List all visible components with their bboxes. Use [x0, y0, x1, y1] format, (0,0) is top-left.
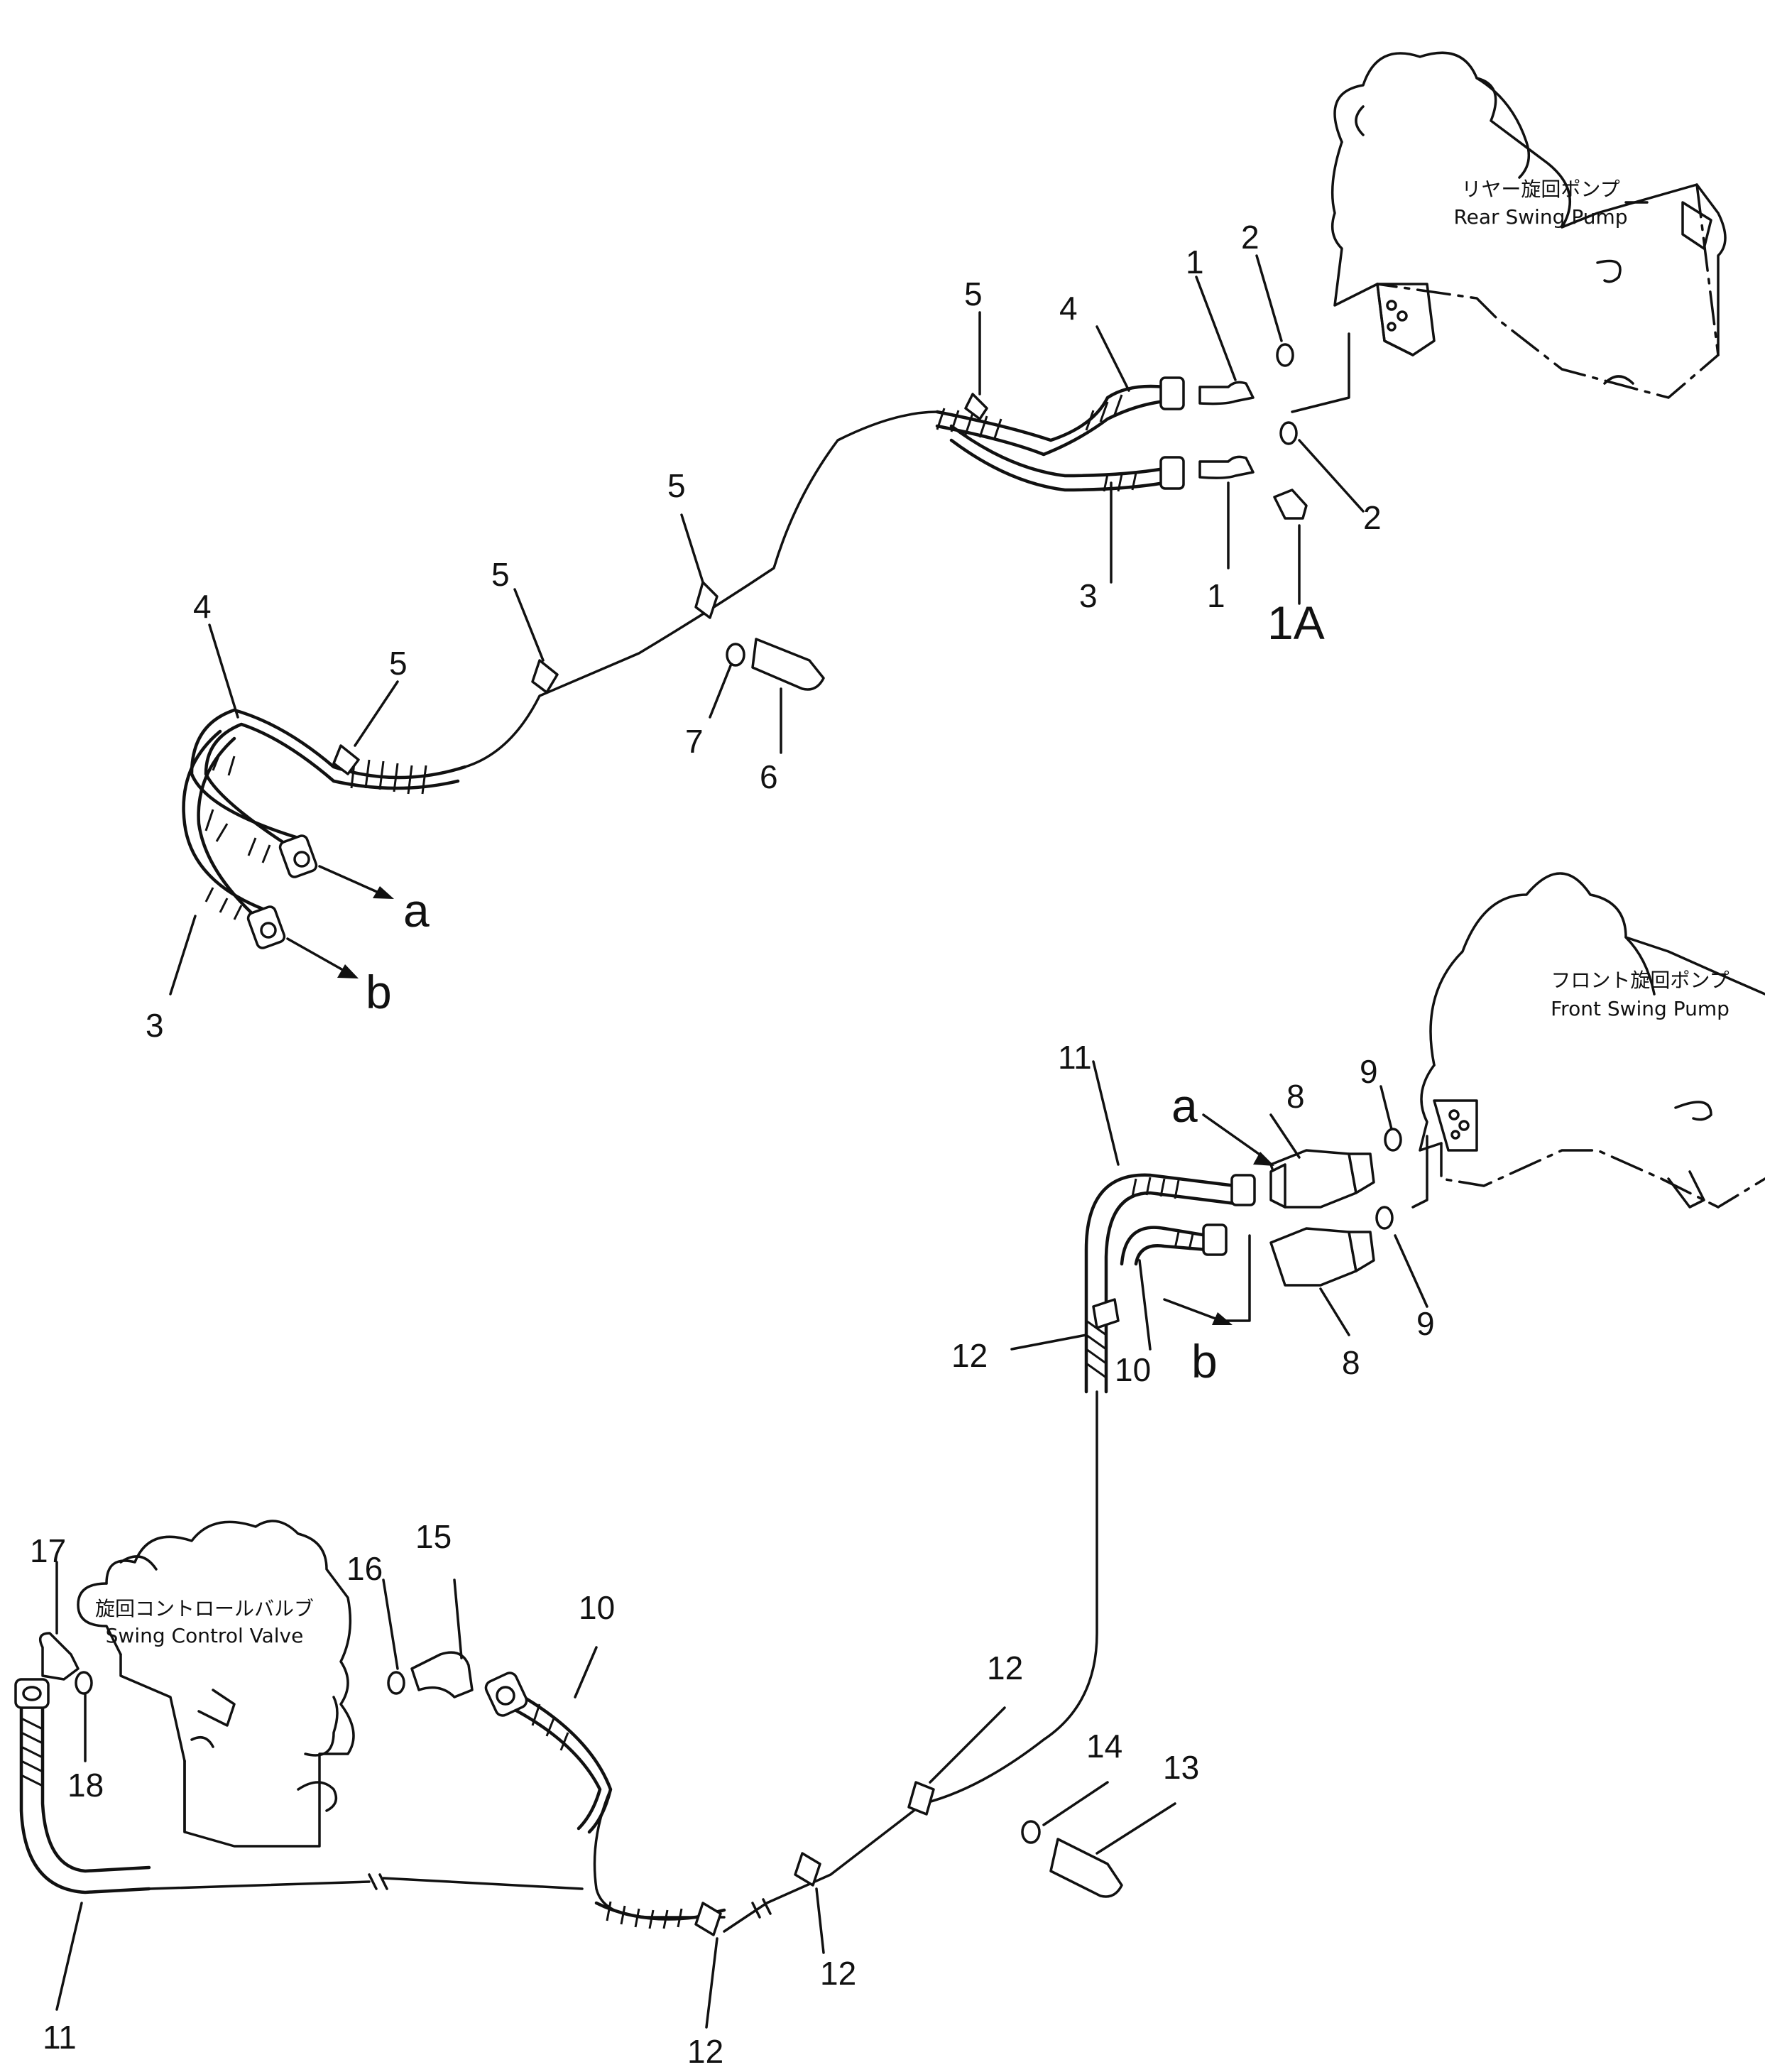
callout-2: 2 [1363, 499, 1382, 536]
callout-14: 14 [1086, 1728, 1122, 1765]
callout-12: 12 [687, 2033, 723, 2070]
callout-10: 10 [579, 1589, 615, 1626]
front-pump-label-jp: フロント旋回ポンプ [1551, 969, 1729, 992]
callout-11: 11 [43, 2019, 77, 2056]
callout-5: 5 [389, 645, 408, 682]
callout-3: 3 [1079, 577, 1098, 614]
callout-8: 8 [1286, 1078, 1305, 1115]
callout-12: 12 [987, 1650, 1023, 1686]
connection-b-label: b [366, 966, 392, 1018]
upper-hoses [182, 376, 1185, 978]
rear-swing-pump: リヤー旋回ポンプ Rear Swing Pump [1291, 51, 1727, 413]
front-pump-label-en: Front Swing Pump [1551, 997, 1730, 1020]
clamp-5-group [332, 393, 988, 775]
rear-pump-label-en: Rear Swing Pump [1453, 205, 1627, 229]
callout-16: 16 [346, 1550, 383, 1587]
callout-5: 5 [667, 467, 686, 504]
swing-control-valve: 旋回コントロールバルブ Swing Control Valve [77, 1520, 355, 1848]
callout-1A: 1A [1267, 596, 1325, 649]
callout-9: 9 [1416, 1305, 1435, 1342]
rear-pump-label-jp: リヤー旋回ポンプ [1461, 178, 1619, 201]
callout-5: 5 [964, 276, 983, 312]
front-swing-pump: フロント旋回ポンプ Front Swing Pump [1411, 872, 1765, 1209]
callout-2: 2 [1241, 219, 1259, 256]
leader-lines [55, 254, 1428, 2029]
callout-7: 7 [685, 723, 704, 760]
valve-label-en: Swing Control Valve [106, 1624, 304, 1647]
clamp-12-group [694, 1298, 1120, 1936]
callout-3: 3 [146, 1007, 164, 1044]
lower-hoses [14, 1173, 1256, 1933]
connection-a-label: a [403, 884, 430, 937]
callout-18: 18 [67, 1767, 104, 1804]
callout-15: 15 [415, 1518, 452, 1555]
callout-13: 13 [1163, 1749, 1199, 1786]
lower-fittings [38, 1128, 1402, 1898]
callout-1: 1 [1186, 244, 1204, 280]
callout-10: 10 [1115, 1351, 1151, 1388]
callout-4: 4 [1059, 290, 1078, 327]
callout-6: 6 [760, 758, 778, 795]
callout-17: 17 [30, 1532, 66, 1569]
callout-12: 12 [820, 1955, 856, 1992]
callout-1: 1 [1207, 577, 1225, 614]
connection-b-label: b [1191, 1335, 1218, 1387]
connection-letters: a b a b [366, 884, 1218, 1387]
callouts: 1 1 1A 2 2 3 3 4 4 5 5 5 5 6 7 8 8 9 9 1… [30, 219, 1435, 2070]
callout-5: 5 [491, 556, 510, 593]
upper-fittings [726, 343, 1308, 691]
callout-9: 9 [1360, 1053, 1378, 1090]
callout-4: 4 [193, 588, 212, 625]
valve-label-jp: 旋回コントロールバルブ [95, 1597, 314, 1620]
callout-11: 11 [1058, 1039, 1092, 1076]
callout-12: 12 [951, 1337, 988, 1374]
connection-a-label: a [1171, 1079, 1198, 1132]
callout-8: 8 [1342, 1344, 1360, 1381]
